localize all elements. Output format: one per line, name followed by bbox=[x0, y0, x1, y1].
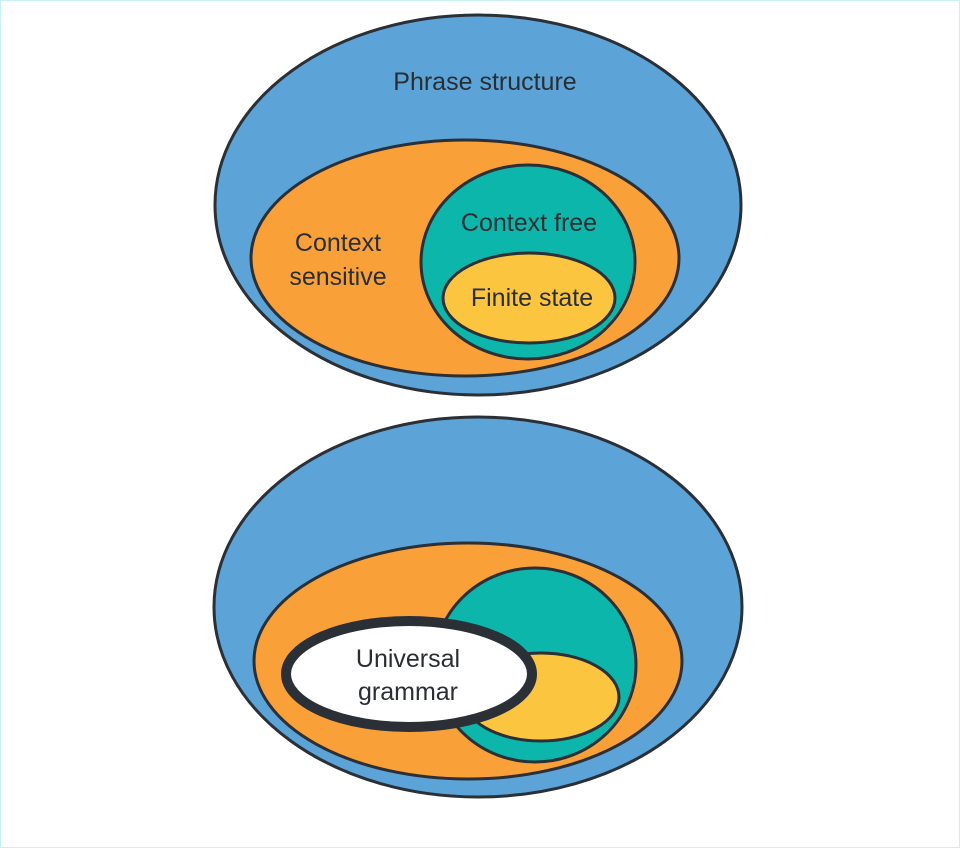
context-free-label: Context free bbox=[461, 209, 597, 237]
context-sensitive-label-line2: sensitive bbox=[289, 263, 386, 291]
universal-grammar-label-line1: Universal bbox=[356, 645, 460, 673]
bottom-diagram: Universal grammar bbox=[212, 415, 744, 799]
context-sensitive-label-line1: Context bbox=[295, 229, 381, 257]
top-diagram: Phrase structure Context sensitive Conte… bbox=[213, 13, 743, 397]
finite-state-region bbox=[441, 251, 617, 345]
universal-grammar-region bbox=[281, 616, 537, 732]
phrase-structure-label: Phrase structure bbox=[393, 68, 576, 96]
finite-state-label: Finite state bbox=[471, 284, 593, 312]
universal-grammar-label-line2: grammar bbox=[358, 678, 458, 706]
